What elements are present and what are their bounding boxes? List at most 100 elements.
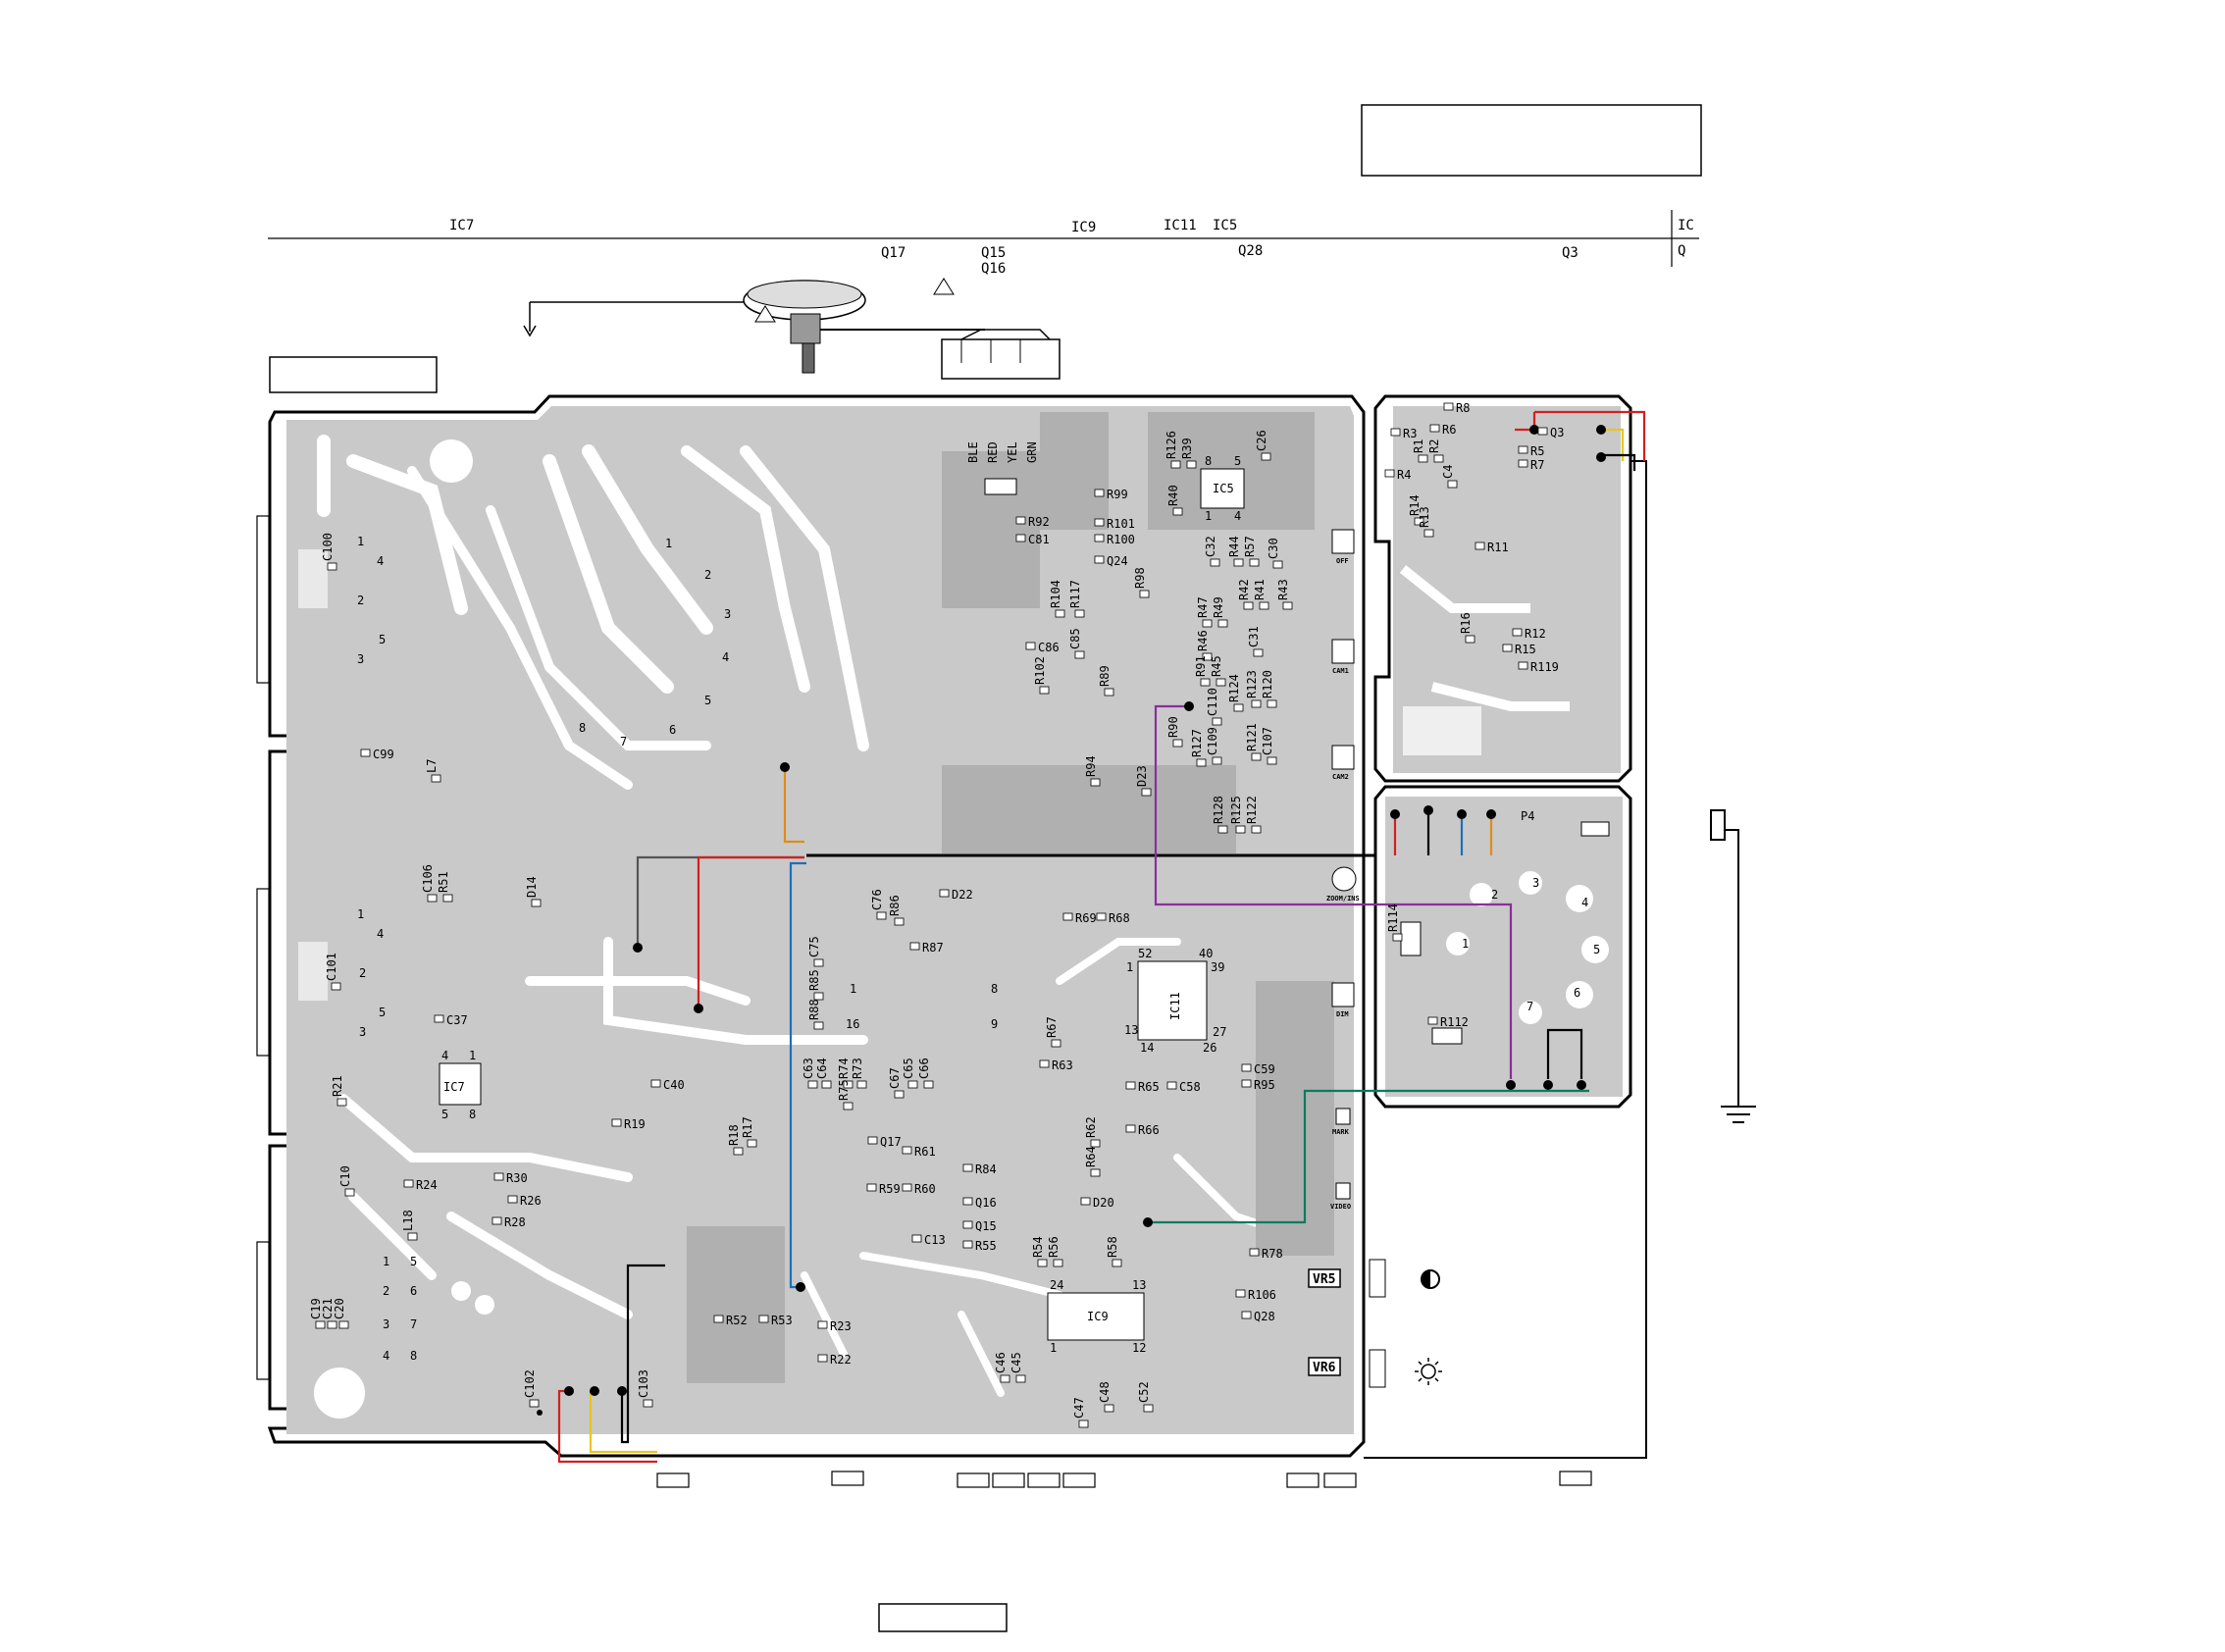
- switch-cam1[interactable]: CAM1: [1331, 639, 1355, 675]
- svg-text:2: 2: [1491, 888, 1498, 902]
- component-label-c67: C67: [888, 1067, 902, 1089]
- rail-q: Q: [1678, 243, 1685, 259]
- component-label-r100: R100: [1107, 533, 1135, 546]
- component-label-r41: R41: [1253, 579, 1267, 600]
- svg-text:1: 1: [383, 1255, 389, 1268]
- component-footprint: [821, 1080, 832, 1089]
- component-label-r128: R128: [1212, 796, 1225, 824]
- vr6-control[interactable]: VR6: [1308, 1349, 1386, 1388]
- component-label-r52: R52: [726, 1314, 748, 1327]
- component-footprint: [1443, 402, 1454, 411]
- svg-text:6: 6: [410, 1284, 417, 1298]
- component-footprint: [1272, 560, 1283, 569]
- component-label-r17: R17: [741, 1116, 754, 1138]
- component-label-r63: R63: [1052, 1058, 1073, 1072]
- svg-text:IC9: IC9: [1087, 1310, 1109, 1323]
- component-label-r120: R120: [1261, 670, 1274, 698]
- svg-text:5: 5: [379, 1006, 386, 1019]
- svg-text:VIDEO: VIDEO: [1330, 1203, 1351, 1211]
- svg-text:1: 1: [1050, 1341, 1057, 1355]
- rail-q15: Q15: [981, 245, 1006, 261]
- svg-text:VR6: VR6: [1313, 1361, 1336, 1375]
- component-footprint: [315, 1320, 326, 1329]
- component-footprint: [1053, 1259, 1063, 1267]
- ic7-chip: IC7 4 1 5 8: [439, 1049, 482, 1121]
- main-board: [267, 394, 1366, 1458]
- component-label-r62: R62: [1084, 1116, 1098, 1138]
- component-label-c52: C52: [1137, 1381, 1151, 1403]
- sub-board-top: [1373, 394, 1632, 783]
- component-label-c13: C13: [924, 1233, 946, 1247]
- component-label-r23: R23: [830, 1319, 852, 1333]
- component-label-r58: R58: [1106, 1236, 1119, 1258]
- component-label-c86: C86: [1038, 641, 1060, 654]
- component-label-r4: R4: [1397, 468, 1411, 482]
- svg-text:4: 4: [377, 927, 384, 941]
- svg-text:IC11: IC11: [1168, 992, 1182, 1020]
- switch-zoom-ins[interactable]: ZOOM/INS: [1326, 866, 1360, 903]
- component-label-c75: C75: [807, 936, 821, 957]
- svg-text:CAM1: CAM1: [1332, 667, 1349, 675]
- component-footprint: [894, 1090, 905, 1099]
- component-footprint: [1423, 529, 1434, 538]
- component-label-c100: C100: [321, 533, 335, 561]
- svg-text:8: 8: [991, 982, 998, 996]
- component-footprint: [1210, 558, 1220, 567]
- component-footprint: [1139, 590, 1150, 598]
- component-footprint: [962, 1240, 973, 1249]
- component-label-r68: R68: [1109, 911, 1130, 925]
- component-label-r87: R87: [922, 941, 944, 955]
- component-label-c107: C107: [1261, 727, 1274, 755]
- svg-text:13: 13: [1132, 1278, 1146, 1292]
- svg-text:52: 52: [1138, 947, 1152, 960]
- component-footprint: [1141, 788, 1152, 797]
- rail-ic: IC: [1678, 218, 1694, 233]
- vr5-control[interactable]: VR5: [1308, 1259, 1386, 1298]
- svg-text:12: 12: [1132, 1341, 1146, 1355]
- component-footprint: [1202, 619, 1213, 628]
- component-footprint: [529, 1399, 540, 1408]
- component-footprint: [1172, 507, 1183, 516]
- component-label-r45: R45: [1210, 655, 1223, 677]
- component-footprint: [923, 1080, 934, 1089]
- component-footprint: [911, 1234, 922, 1243]
- component-label-r99: R99: [1107, 488, 1128, 501]
- rail-q3: Q3: [1562, 245, 1578, 261]
- component-footprint: [344, 1188, 355, 1197]
- svg-text:27: 27: [1213, 1025, 1226, 1039]
- component-label-r30: R30: [506, 1171, 528, 1185]
- svg-text:2: 2: [359, 966, 366, 980]
- component-label-r26: R26: [520, 1194, 542, 1208]
- svg-text:8: 8: [469, 1108, 476, 1121]
- component-footprint: [1518, 445, 1528, 454]
- svg-text:DIM: DIM: [1336, 1010, 1349, 1018]
- component-label-r40: R40: [1166, 485, 1180, 506]
- wire-red: RED: [986, 441, 1000, 463]
- component-label-q24: Q24: [1107, 554, 1128, 568]
- component-label-c110: C110: [1206, 688, 1219, 716]
- component-footprint: [962, 1197, 973, 1206]
- component-footprint: [1202, 652, 1213, 661]
- component-footprint: [360, 749, 371, 757]
- component-label-r13: R13: [1418, 506, 1431, 528]
- speaker-assembly: [523, 278, 1061, 380]
- switch-off[interactable]: OFF: [1331, 529, 1355, 565]
- component-label-r53: R53: [771, 1314, 793, 1327]
- component-footprint: [643, 1399, 653, 1408]
- component-footprint: [650, 1079, 661, 1088]
- switch-mark[interactable]: MARK: [1332, 1108, 1351, 1136]
- svg-text:1: 1: [357, 535, 364, 548]
- svg-text:13: 13: [1124, 1023, 1138, 1037]
- switch-dim[interactable]: DIM: [1331, 982, 1355, 1018]
- wire-ble: BLE: [966, 441, 980, 463]
- svg-text:4: 4: [377, 554, 384, 568]
- svg-text:7: 7: [410, 1317, 417, 1331]
- svg-text:6: 6: [1574, 986, 1580, 1000]
- switch-cam2[interactable]: CAM2: [1331, 745, 1355, 781]
- component-label-c58: C58: [1179, 1080, 1201, 1094]
- component-footprint: [1078, 1420, 1089, 1428]
- switch-video[interactable]: VIDEO: [1330, 1182, 1351, 1211]
- ground-lead: [1364, 460, 1756, 1459]
- component-footprint: [907, 1080, 918, 1089]
